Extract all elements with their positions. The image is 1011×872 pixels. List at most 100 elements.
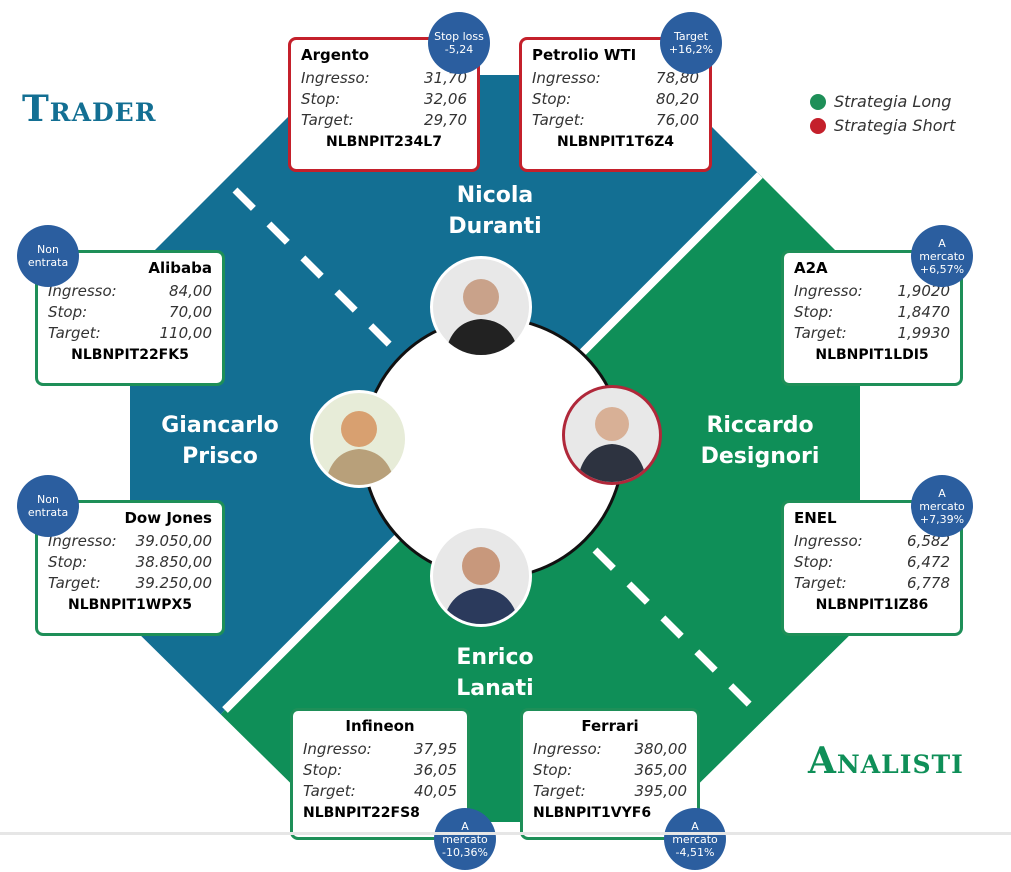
- ingresso-row: Ingresso: 39.050,00: [48, 531, 212, 552]
- product-code: NLBNPIT1VYF6: [533, 805, 652, 821]
- instrument-name: Infineon: [345, 717, 415, 735]
- status-badge: A mercato -10,36%: [434, 808, 496, 870]
- status-badge: A mercato +6,57%: [911, 225, 973, 287]
- stop-row: Stop: 80,20: [532, 89, 699, 110]
- product-code: NLBNPIT1T6Z4: [557, 134, 674, 150]
- stop-value: 36,05: [414, 761, 457, 779]
- target-label: Target:: [303, 782, 356, 800]
- stop-row: Stop: 365,00: [533, 760, 687, 781]
- stop-row: Stop:38.850,00: [48, 552, 212, 573]
- target-label: Target:: [794, 324, 847, 342]
- footer-divider: [0, 832, 1011, 835]
- target-value: 76,00: [656, 111, 699, 129]
- ingresso-value: 39.050,00: [135, 532, 212, 550]
- instrument-name: Dow Jones: [124, 509, 212, 527]
- status-badge: Non entrata: [17, 475, 79, 537]
- ingresso-label: Ingresso:: [301, 69, 370, 87]
- stop-row: Stop: 70,00: [48, 302, 212, 323]
- target-label: Target:: [794, 574, 847, 592]
- ingresso-value: 84,00: [169, 282, 212, 300]
- stop-label: Stop:: [794, 553, 834, 571]
- stop-label: Stop:: [533, 761, 573, 779]
- status-badge: A mercato -4,51%: [664, 808, 726, 870]
- instrument-name: ENEL: [794, 509, 837, 527]
- instrument-name: Argento: [301, 46, 370, 64]
- ingresso-row: Ingresso: 84,00: [48, 281, 212, 302]
- target-row: Target: 76,00: [532, 110, 699, 131]
- stop-row: Stop:36,05: [303, 760, 457, 781]
- analisti-logo: Analisti: [808, 740, 964, 782]
- ingresso-label: Ingresso:: [533, 740, 602, 758]
- target-label: Target:: [532, 111, 585, 129]
- stop-row: Stop:32,06: [301, 89, 467, 110]
- stop-value: 70,00: [169, 303, 212, 321]
- stop-value: 80,20: [656, 90, 699, 108]
- photo-giancarlo-prisco: [310, 390, 408, 488]
- ingresso-label: Ingresso:: [794, 532, 863, 550]
- target-label: Target:: [533, 782, 586, 800]
- target-row: Target: 6,778: [794, 573, 950, 594]
- stop-value: 1,8470: [897, 303, 951, 321]
- stop-label: Stop:: [48, 303, 88, 321]
- ingresso-label: Ingresso:: [48, 532, 117, 550]
- target-value: 1,9930: [897, 324, 951, 342]
- stop-label: Stop:: [301, 90, 341, 108]
- ingresso-label: Ingresso:: [303, 740, 372, 758]
- target-value: 395,00: [634, 782, 688, 800]
- photo-enrico-lanati: [430, 525, 532, 627]
- status-badge: Non entrata: [17, 225, 79, 287]
- instrument-name: Petrolio WTI: [532, 46, 637, 64]
- ingresso-row: Ingresso:78,80: [532, 68, 699, 89]
- target-value: 6,778: [907, 574, 950, 592]
- dashed-divider: [232, 187, 398, 353]
- target-row: Target: 1,9930: [794, 323, 950, 344]
- ingresso-row: Ingresso: 37,95: [303, 739, 457, 760]
- trader-logo: Trader: [22, 88, 157, 130]
- stop-label: Stop:: [532, 90, 572, 108]
- target-row: Target:110,00: [48, 323, 212, 344]
- legend-long: Strategia Long: [834, 92, 952, 111]
- ingresso-label: Ingresso:: [794, 282, 863, 300]
- ingresso-row: Ingresso:6,582: [794, 531, 950, 552]
- target-value: 39.250,00: [135, 574, 212, 592]
- product-code: NLBNPIT1WPX5: [67, 597, 193, 613]
- instrument-name: Alibaba: [148, 259, 212, 277]
- target-row: Target: 29,70: [301, 110, 467, 131]
- target-value: 29,70: [424, 111, 467, 129]
- target-row: Target:39.250,00: [48, 573, 212, 594]
- legend: Strategia Long Strategia Short: [810, 92, 955, 140]
- product-code: NLBNPIT22FK5: [71, 347, 189, 363]
- red-dot-icon: [810, 117, 826, 134]
- target-label: Target:: [301, 111, 354, 129]
- stop-row: Stop: 1,8470: [794, 302, 950, 323]
- ingresso-row: Ingresso: 380,00: [533, 739, 687, 760]
- stop-row: Stop: 6,472: [794, 552, 950, 573]
- stop-value: 365,00: [634, 761, 688, 779]
- stop-value: 38.850,00: [135, 553, 212, 571]
- status-badge: Target +16,2%: [660, 12, 722, 74]
- product-code: NLBNPIT1LDI5: [815, 347, 929, 363]
- ingresso-label: Ingresso:: [48, 282, 117, 300]
- ingresso-row: Ingresso:1,9020: [794, 281, 950, 302]
- status-badge: A mercato +7,39%: [911, 475, 973, 537]
- product-code: NLBNPIT1IZ86: [815, 597, 929, 613]
- target-row: Target: 395,00: [533, 781, 687, 802]
- stop-value: 6,472: [907, 553, 950, 571]
- status-badge: Stop loss -5,24: [428, 12, 490, 74]
- dashed-divider: [592, 547, 753, 708]
- target-value: 40,05: [414, 782, 457, 800]
- ingresso-value: 37,95: [414, 740, 457, 758]
- instrument-name: A2A: [794, 259, 828, 277]
- target-value: 110,00: [159, 324, 213, 342]
- ingresso-row: Ingresso:31,70: [301, 68, 467, 89]
- legend-short: Strategia Short: [834, 116, 956, 135]
- stop-label: Stop:: [794, 303, 834, 321]
- ingresso-value: 380,00: [634, 740, 688, 758]
